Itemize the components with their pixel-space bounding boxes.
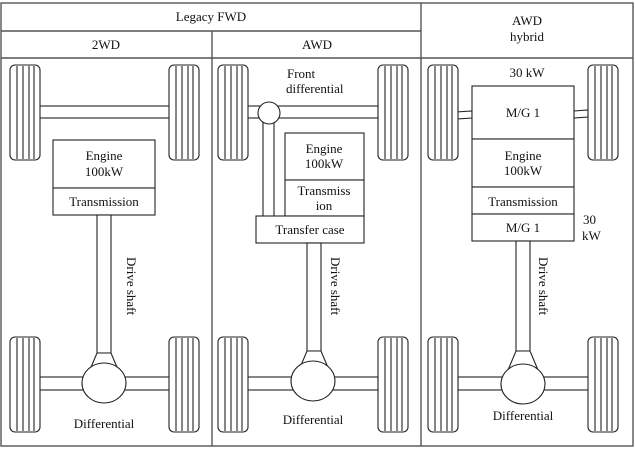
panel-awd-hybrid: 30 kW M/G 1 Engine 100kW Transmission M/…	[427, 64, 619, 433]
mg1-front-label: M/G 1	[506, 105, 540, 120]
mg-front-power-label: 30 kW	[509, 65, 545, 80]
rear-right-wheel	[587, 336, 619, 433]
engine-box	[52, 139, 156, 189]
front-right-wheel	[168, 64, 200, 161]
drive-shaft	[306, 242, 322, 352]
front-right-wheel	[377, 64, 409, 161]
engine-power-label: 100kW	[85, 164, 124, 179]
engine-label: Engine	[306, 141, 343, 156]
transfer-case-label: Transfer case	[275, 222, 344, 237]
panel-awd: Front differential Engine 100kW Transmis…	[217, 64, 409, 433]
header-awd-hybrid-line2: hybrid	[510, 29, 544, 44]
transfer-case-box	[255, 215, 365, 244]
tire-outline	[217, 64, 249, 161]
front-prop-shaft	[262, 119, 275, 218]
rear-right-wheel	[377, 336, 409, 433]
mg1-rear-box	[471, 213, 575, 242]
drive-shaft-label: Drive shaft	[124, 257, 139, 316]
mg-rear-power-label: 30	[583, 212, 596, 227]
engine-box	[284, 132, 365, 181]
front-axle	[38, 105, 171, 119]
rear-differential	[290, 360, 336, 402]
engine-power-label: 100kW	[305, 156, 344, 171]
front-differential-label: Front	[287, 66, 316, 81]
mg-rear-power-label-2: kW	[582, 228, 602, 243]
tire-outline	[427, 64, 459, 161]
tire-outline	[168, 64, 200, 161]
differential-label: Differential	[493, 408, 554, 423]
transmission-label: Transmission	[488, 194, 558, 209]
panel-2wd: Engine 100kW Transmission Drive shaft Di…	[9, 64, 200, 433]
tire-outline	[217, 336, 249, 433]
differential-label: Differential	[74, 416, 135, 431]
rear-left-wheel	[427, 336, 459, 433]
front-axle-stub-right	[573, 109, 589, 119]
tire-outline	[9, 336, 41, 433]
rear-left-wheel	[9, 336, 41, 433]
drive-shaft-label: Drive shaft	[328, 257, 343, 316]
engine-label: Engine	[505, 148, 542, 163]
engine-box	[471, 138, 575, 188]
tire-outline	[377, 336, 409, 433]
rear-right-wheel	[168, 336, 200, 433]
front-left-wheel	[427, 64, 459, 161]
front-differential-label-2: differential	[286, 81, 344, 96]
mg1-rear-label: M/G 1	[506, 220, 540, 235]
front-right-wheel	[587, 64, 619, 161]
transmission-label: Transmission	[69, 194, 139, 209]
rear-differential	[500, 363, 546, 405]
tire-outline	[9, 64, 41, 161]
tire-outline	[587, 64, 619, 161]
header-awd-hybrid-line1: AWD	[512, 13, 542, 28]
drive-shaft-label: Drive shaft	[536, 257, 551, 316]
header-2wd: 2WD	[92, 37, 120, 52]
mg1-front-box	[471, 85, 575, 140]
engine-power-label: 100kW	[504, 163, 543, 178]
tire-outline	[377, 64, 409, 161]
transmission-box	[284, 179, 365, 217]
rear-left-wheel	[217, 336, 249, 433]
drive-shaft	[96, 214, 112, 354]
rear-differential	[81, 362, 127, 404]
transmission-label-2: ion	[316, 198, 333, 213]
tire-outline	[168, 336, 200, 433]
front-differential	[257, 101, 281, 125]
header-awd: AWD	[302, 37, 332, 52]
tire-outline	[427, 336, 459, 433]
differential-label: Differential	[283, 412, 344, 427]
front-left-wheel	[217, 64, 249, 161]
drive-shaft	[515, 240, 531, 352]
transmission-label: Transmiss	[298, 183, 351, 198]
header-legacy-fwd: Legacy FWD	[176, 9, 246, 24]
tire-outline	[587, 336, 619, 433]
engine-label: Engine	[86, 148, 123, 163]
front-left-wheel	[9, 64, 41, 161]
